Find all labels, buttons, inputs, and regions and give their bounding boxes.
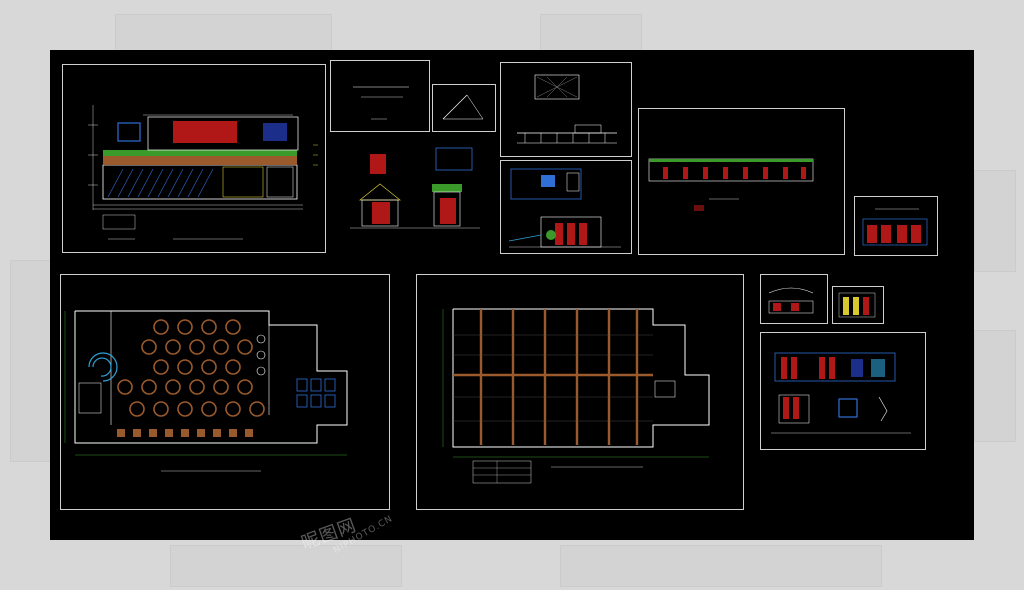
sheet-floor-plan-1 xyxy=(60,274,390,510)
sheet-railing-detail xyxy=(500,62,632,157)
sheet-stair-detail xyxy=(432,84,496,132)
background-drawing xyxy=(560,545,882,587)
background-drawing xyxy=(170,545,402,587)
cad-canvas xyxy=(50,50,974,540)
front-elevation-drawing xyxy=(88,105,318,240)
long-elevation-drawing xyxy=(648,158,814,211)
section-detail-drawing xyxy=(508,168,621,248)
small-detail-b-drawing xyxy=(838,292,876,318)
sheet-door-elevations xyxy=(340,140,490,252)
title-block-drawing xyxy=(353,86,409,120)
sheet-interior-elevations xyxy=(760,332,926,450)
sheet-long-elevation xyxy=(638,108,845,255)
ceiling-plan-drawing xyxy=(442,308,710,484)
door-elevations-drawing xyxy=(350,147,480,229)
sheet-section-detail xyxy=(500,160,632,254)
sheet-small-detail-b xyxy=(832,286,884,324)
background-drawing xyxy=(974,330,1016,442)
sheet-small-elevation xyxy=(854,196,938,256)
railing-detail-drawing xyxy=(517,74,617,144)
floor-plan-1-drawing xyxy=(64,310,348,472)
interior-elevations-drawing xyxy=(771,352,911,434)
background-drawing xyxy=(540,14,642,56)
sheet-front-elevation xyxy=(62,64,326,253)
background-drawing xyxy=(10,260,52,462)
small-detail-a-drawing xyxy=(768,287,814,314)
background-drawing xyxy=(115,14,332,56)
small-elevation-drawing xyxy=(862,208,928,246)
background-drawing xyxy=(974,170,1016,272)
stair-detail-drawing xyxy=(442,94,484,120)
sheet-title-block xyxy=(330,60,430,132)
sheet-small-detail-a xyxy=(760,274,828,324)
sheet-ceiling-plan xyxy=(416,274,744,510)
